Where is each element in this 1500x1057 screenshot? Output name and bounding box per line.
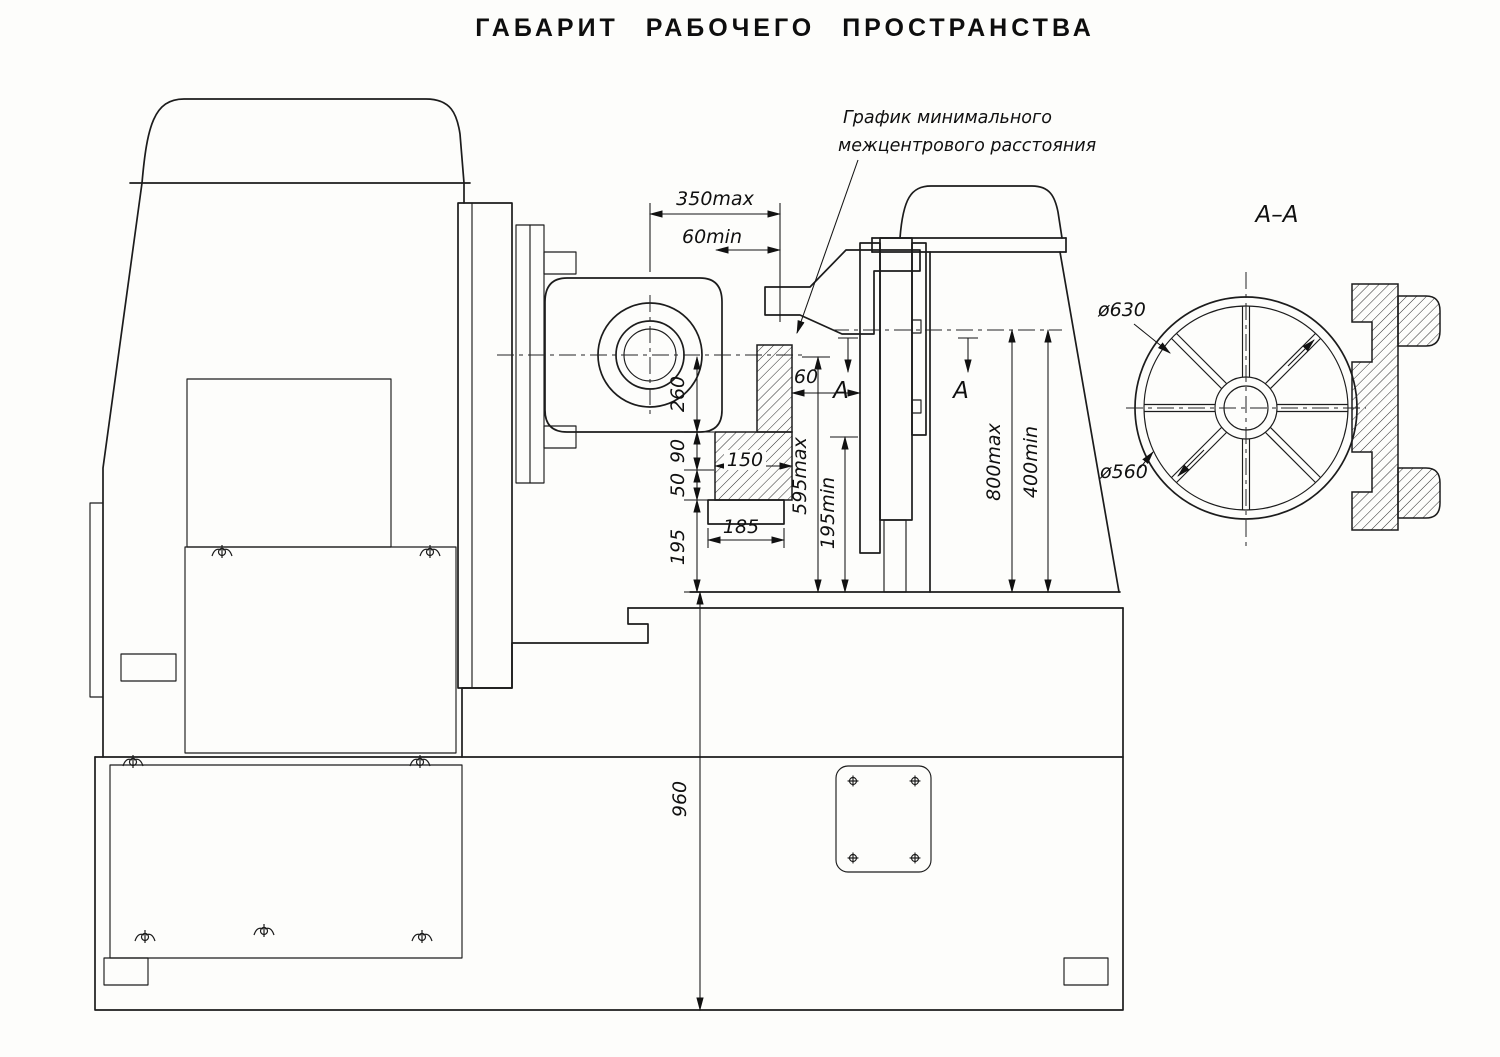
right-column	[871, 185, 1120, 593]
note-line-1: График минимального	[843, 108, 1052, 128]
drawing-title: ГАБАРИТ РАБОЧЕГО ПРОСТРАНСТВА	[475, 14, 1095, 42]
cut-arrow-a-left-label: A	[831, 378, 849, 404]
machine-bed	[94, 544, 1124, 1011]
section-label: A–A	[1254, 202, 1299, 228]
dim-350max-label: 350max	[676, 188, 754, 210]
dim-595max-label: 595max	[789, 436, 811, 514]
dim-185-label: 185	[723, 516, 759, 538]
machine-column	[89, 98, 577, 758]
dimension-lines	[648, 159, 1062, 1012]
dim-90-label: 90	[667, 439, 689, 463]
work-rest	[707, 344, 793, 525]
note-leader	[796, 159, 859, 335]
dim-60-label: 60	[794, 366, 818, 388]
dim-960-label: 960	[669, 781, 691, 817]
dia560-leader	[1139, 451, 1154, 469]
section-aa-view	[1126, 272, 1366, 546]
dim-150-label-box	[724, 450, 766, 470]
bolt-corner-marks	[847, 775, 921, 864]
dim-50-label: 50	[667, 473, 689, 497]
dim-260-label: 260	[667, 376, 689, 412]
spindle-head	[497, 277, 802, 433]
cut-arrow-a-right-label: A	[951, 378, 969, 404]
dia630-leader	[1133, 323, 1171, 354]
dim-150-label: 150	[727, 449, 763, 471]
dim-400min-label: 400min	[1020, 426, 1042, 498]
dim-195min-label: 195min	[817, 477, 839, 549]
dim-dia630-label: ø630	[1097, 299, 1146, 321]
dim-195-label: 195	[667, 529, 689, 565]
fixture-section	[1351, 283, 1441, 531]
dim-800max-label: 800max	[983, 422, 1005, 500]
note-line-2: межцентрового расстояния	[838, 136, 1096, 156]
dim-dia560-label: ø560	[1099, 461, 1148, 483]
dim-60min-label: 60min	[682, 226, 742, 248]
clamp-symbols	[122, 544, 441, 944]
